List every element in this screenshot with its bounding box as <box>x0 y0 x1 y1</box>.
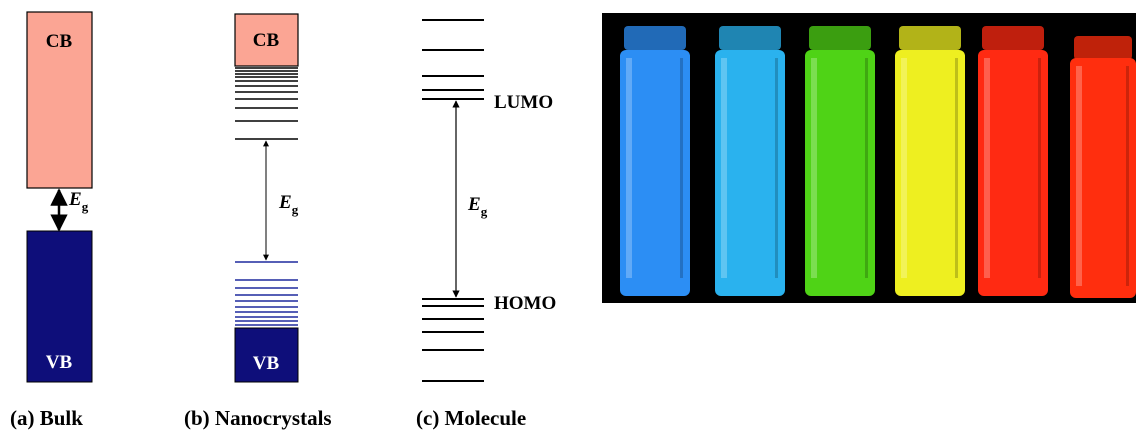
bulk-gap-label: Eg <box>68 189 89 214</box>
nanocrystal-caption: (b) Nanocrystals <box>184 406 332 430</box>
molecule-gap-subscript: g <box>481 204 488 219</box>
nanocrystal-cb-discrete-levels <box>235 67 298 140</box>
molecule-unoccupied-levels <box>422 19 484 100</box>
molecule-gap-label: Eg <box>467 194 488 219</box>
bulk-caption: (a) Bulk <box>10 406 83 430</box>
bulk-conduction-band <box>26 11 93 189</box>
nanocrystal-valence-band <box>234 327 299 383</box>
fluorescent-vial <box>805 26 875 296</box>
fluorescent-vial <box>1070 36 1136 298</box>
nanocrystal-gap-subscript: g <box>292 202 299 217</box>
panel-bulk: CB Eg VB (a) Bulk <box>10 11 93 430</box>
nanocrystal-vb-discrete-levels <box>235 261 298 326</box>
nanocrystal-cb-label: CB <box>253 30 280 51</box>
panel-nanocrystals: CB Eg VB (b) Nanocrystals <box>184 13 332 430</box>
fluorescent-vial <box>978 26 1048 296</box>
fluorescent-vial <box>895 26 965 296</box>
molecule-caption: (c) Molecule <box>416 406 526 430</box>
homo-label: HOMO <box>494 293 556 314</box>
bulk-valence-band <box>26 230 93 383</box>
molecule-occupied-levels <box>422 298 484 382</box>
nanocrystal-conduction-band <box>234 13 299 67</box>
quantum-dot-vials-photo <box>602 13 1136 303</box>
nanocrystal-gap-label: Eg <box>278 192 299 217</box>
bulk-cb-label: CB <box>46 31 73 52</box>
fluorescent-vial <box>715 26 785 296</box>
bulk-gap-subscript: g <box>82 199 89 214</box>
vial-group <box>620 26 1136 298</box>
panel-molecule: LUMO Eg HOMO (c) Molecule <box>416 19 556 430</box>
nanocrystal-vb-label: VB <box>253 353 280 374</box>
bulk-vb-label: VB <box>46 352 73 373</box>
fluorescent-vial <box>620 26 690 296</box>
lumo-label: LUMO <box>494 92 553 113</box>
